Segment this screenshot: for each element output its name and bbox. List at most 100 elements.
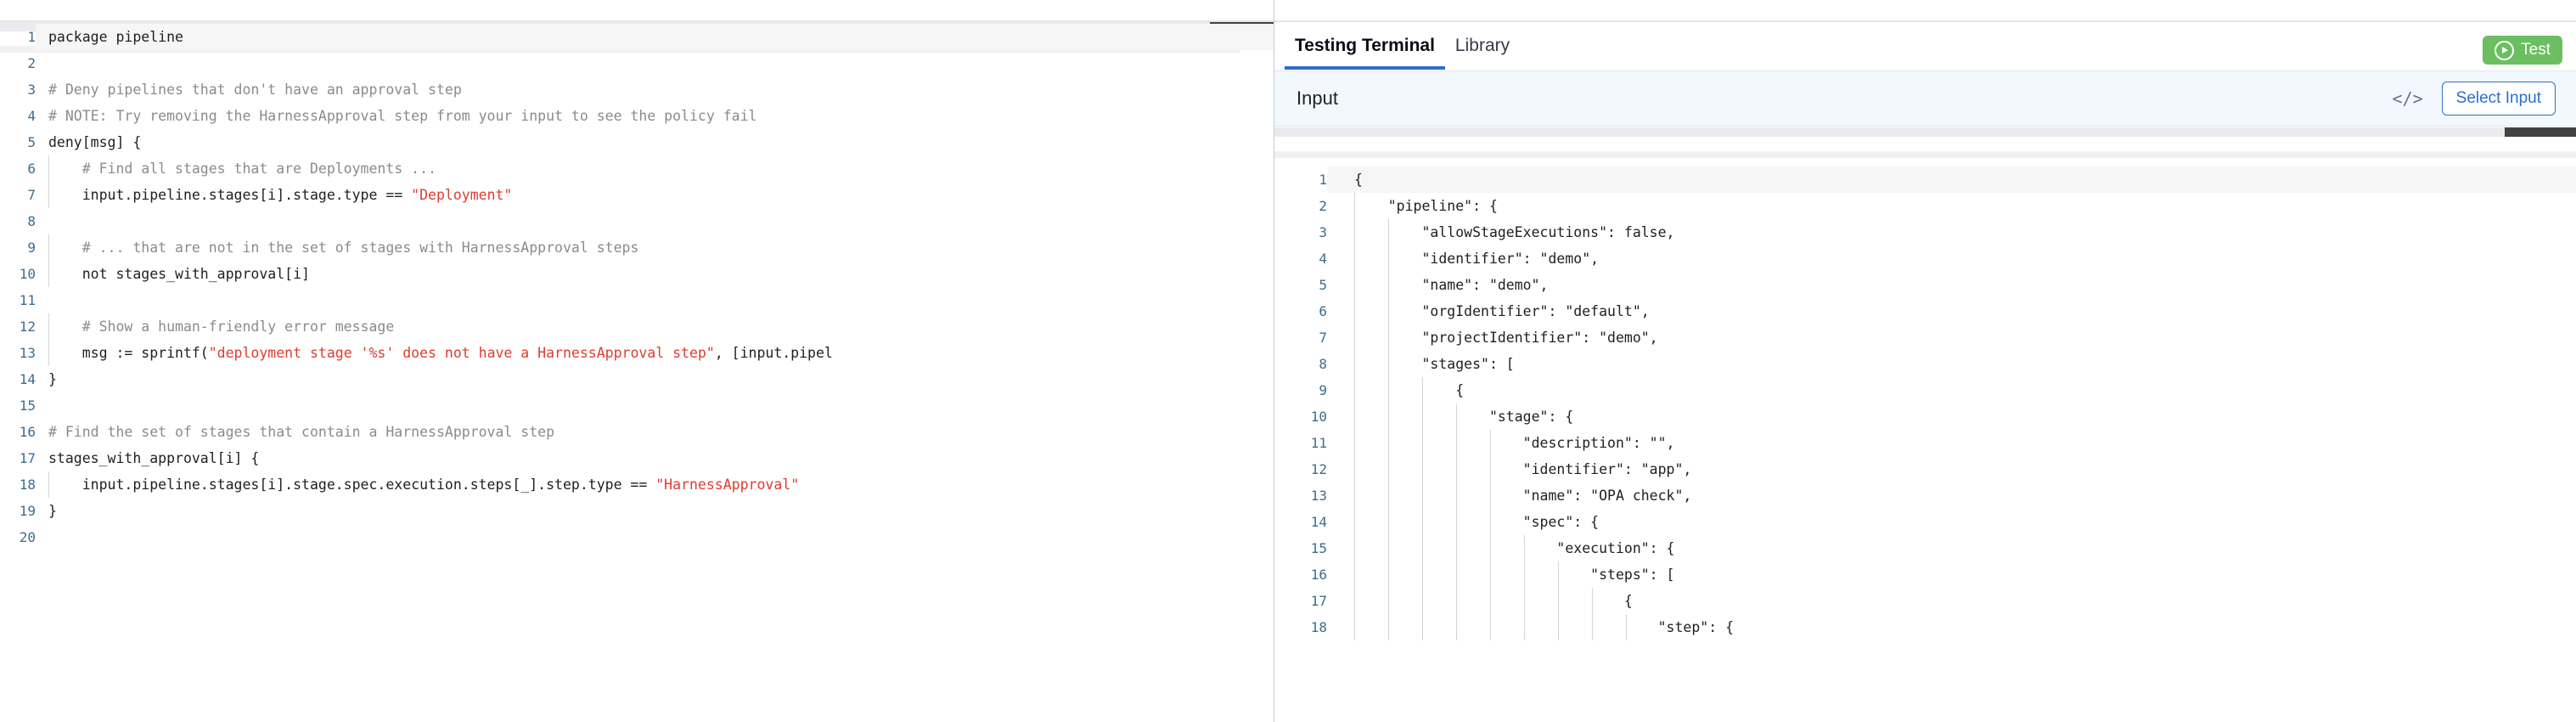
code-line[interactable]: 12 # Show a human-friendly error message: [0, 313, 1274, 340]
json-token: "identifier": "demo",: [1354, 251, 1600, 267]
json-line[interactable]: 13 "name": "OPA check",: [1274, 482, 2576, 509]
json-line[interactable]: 1{: [1274, 166, 2576, 193]
json-line-text: "execution": {: [1327, 535, 2576, 561]
code-line[interactable]: 3# Deny pipelines that don't have an app…: [0, 76, 1274, 103]
code-line[interactable]: 9 # ... that are not in the set of stage…: [0, 234, 1274, 261]
indent-guide: [1490, 482, 1491, 509]
json-line[interactable]: 12 "identifier": "app",: [1274, 456, 2576, 482]
code-line[interactable]: 18 input.pipeline.stages[i].stage.spec.e…: [0, 471, 1274, 498]
code-line[interactable]: 2: [0, 50, 1274, 76]
json-line-number: 4: [1319, 251, 1327, 267]
json-line[interactable]: 5 "name": "demo",: [1274, 272, 2576, 298]
json-token: {: [1354, 172, 1363, 188]
code-token-plain: msg := sprintf(: [48, 345, 209, 361]
code-line-text: deny[msg] {: [36, 129, 1274, 155]
code-line[interactable]: 4# NOTE: Try removing the HarnessApprova…: [0, 103, 1274, 129]
json-editor-horizontal-scrollbar[interactable]: [1274, 127, 2576, 137]
code-line[interactable]: 6 # Find all stages that are Deployments…: [0, 155, 1274, 182]
json-line-text: "projectIdentifier": "demo",: [1327, 324, 2576, 351]
code-line[interactable]: 20: [0, 524, 1274, 550]
indent-guide: [1388, 219, 1389, 245]
json-line-number: 5: [1319, 277, 1327, 293]
indent-guide: [1592, 614, 1593, 640]
json-line-text: "description": "",: [1327, 430, 2576, 456]
indent-guide: [1456, 535, 1457, 561]
json-line-number: 13: [1310, 488, 1327, 504]
indent-guide: [1354, 482, 1355, 509]
json-line[interactable]: 4 "identifier": "demo",: [1274, 245, 2576, 272]
code-line[interactable]: 13 msg := sprintf("deployment stage '%s'…: [0, 340, 1274, 366]
line-number: 7: [27, 187, 36, 203]
select-input-button[interactable]: Select Input: [2441, 82, 2556, 116]
json-line[interactable]: 10 "stage": {: [1274, 403, 2576, 430]
indent-guide: [1388, 245, 1389, 272]
indent-guide: [1354, 219, 1355, 245]
json-line-number: 14: [1310, 514, 1327, 530]
play-triangle-icon: [2502, 47, 2509, 54]
json-token: "steps": [: [1354, 567, 1675, 583]
code-token-string: "HarnessApproval": [655, 477, 800, 493]
json-line[interactable]: 2 "pipeline": {: [1274, 193, 2576, 219]
code-brackets-icon[interactable]: </>: [2392, 88, 2423, 109]
code-token-plain: input.pipeline.stages[i].stage.type ==: [48, 187, 412, 203]
json-line[interactable]: 9 {: [1274, 377, 2576, 403]
json-line-text: "spec": {: [1327, 509, 2576, 535]
code-line[interactable]: 16# Find the set of stages that contain …: [0, 419, 1274, 445]
json-line[interactable]: 3 "allowStageExecutions": false,: [1274, 219, 2576, 245]
code-line[interactable]: 19}: [0, 498, 1274, 524]
code-token-comment: # Show a human-friendly error message: [48, 319, 395, 335]
indent-guide: [1388, 561, 1389, 588]
json-line[interactable]: 17 {: [1274, 588, 2576, 614]
indent-guide: [1388, 377, 1389, 403]
code-line-text: # ... that are not in the set of stages …: [36, 234, 1274, 261]
code-line[interactable]: 14}: [0, 366, 1274, 392]
json-token: "identifier": "app",: [1354, 461, 1692, 477]
json-line[interactable]: 18 "step": {: [1274, 614, 2576, 640]
indent-guide: [1354, 351, 1355, 377]
json-line-number: 12: [1310, 461, 1327, 477]
code-line[interactable]: 7 input.pipeline.stages[i].stage.type ==…: [0, 182, 1274, 208]
json-line[interactable]: 7 "projectIdentifier": "demo",: [1274, 324, 2576, 351]
indent-guide: [1388, 482, 1389, 509]
json-token: "name": "demo",: [1354, 277, 1549, 293]
json-line[interactable]: 11 "description": "",: [1274, 430, 2576, 456]
code-line[interactable]: 10 not stages_with_approval[i]: [0, 261, 1274, 287]
json-line[interactable]: 16 "steps": [: [1274, 561, 2576, 588]
json-line[interactable]: 6 "orgIdentifier": "default",: [1274, 298, 2576, 324]
code-line-text: # NOTE: Try removing the HarnessApproval…: [36, 103, 1274, 129]
json-token: "orgIdentifier": "default",: [1354, 303, 1650, 319]
json-line[interactable]: 15 "execution": {: [1274, 535, 2576, 561]
json-token: "description": "",: [1354, 435, 1675, 451]
indent-guide: [1422, 561, 1423, 588]
indent-guide: [1626, 614, 1627, 640]
json-line-text: "allowStageExecutions": false,: [1327, 219, 2576, 245]
json-line[interactable]: 14 "spec": {: [1274, 509, 2576, 535]
indent-guide: [1388, 614, 1389, 640]
test-button[interactable]: Test: [2483, 36, 2562, 65]
indent-guide: [1388, 272, 1389, 298]
line-number: 3: [27, 82, 36, 98]
input-json-area[interactable]: 1{2 "pipeline": {3 "allowStageExecutions…: [1274, 166, 2576, 722]
code-line[interactable]: 11: [0, 287, 1274, 313]
json-line-text: "identifier": "demo",: [1327, 245, 2576, 272]
tab-testing-terminal[interactable]: Testing Terminal: [1285, 22, 1445, 70]
tab-library[interactable]: Library: [1445, 22, 1520, 70]
line-number: 12: [19, 319, 36, 335]
code-line[interactable]: 15: [0, 392, 1274, 419]
json-editor-scrollbar-thumb[interactable]: [2505, 127, 2576, 137]
json-line[interactable]: 8 "stages": [: [1274, 351, 2576, 377]
line-number: 2: [27, 55, 36, 71]
json-line-text: "name": "demo",: [1327, 272, 2576, 298]
indent-guide: [1354, 324, 1355, 351]
input-toolbar: Input </> Select Input: [1274, 71, 2576, 127]
indent-guide: [1422, 482, 1423, 509]
indent-guide: [1422, 614, 1423, 640]
json-line-text: {: [1327, 166, 2576, 193]
code-line-text: # Find all stages that are Deployments .…: [36, 155, 1274, 182]
code-line[interactable]: 8: [0, 208, 1274, 234]
